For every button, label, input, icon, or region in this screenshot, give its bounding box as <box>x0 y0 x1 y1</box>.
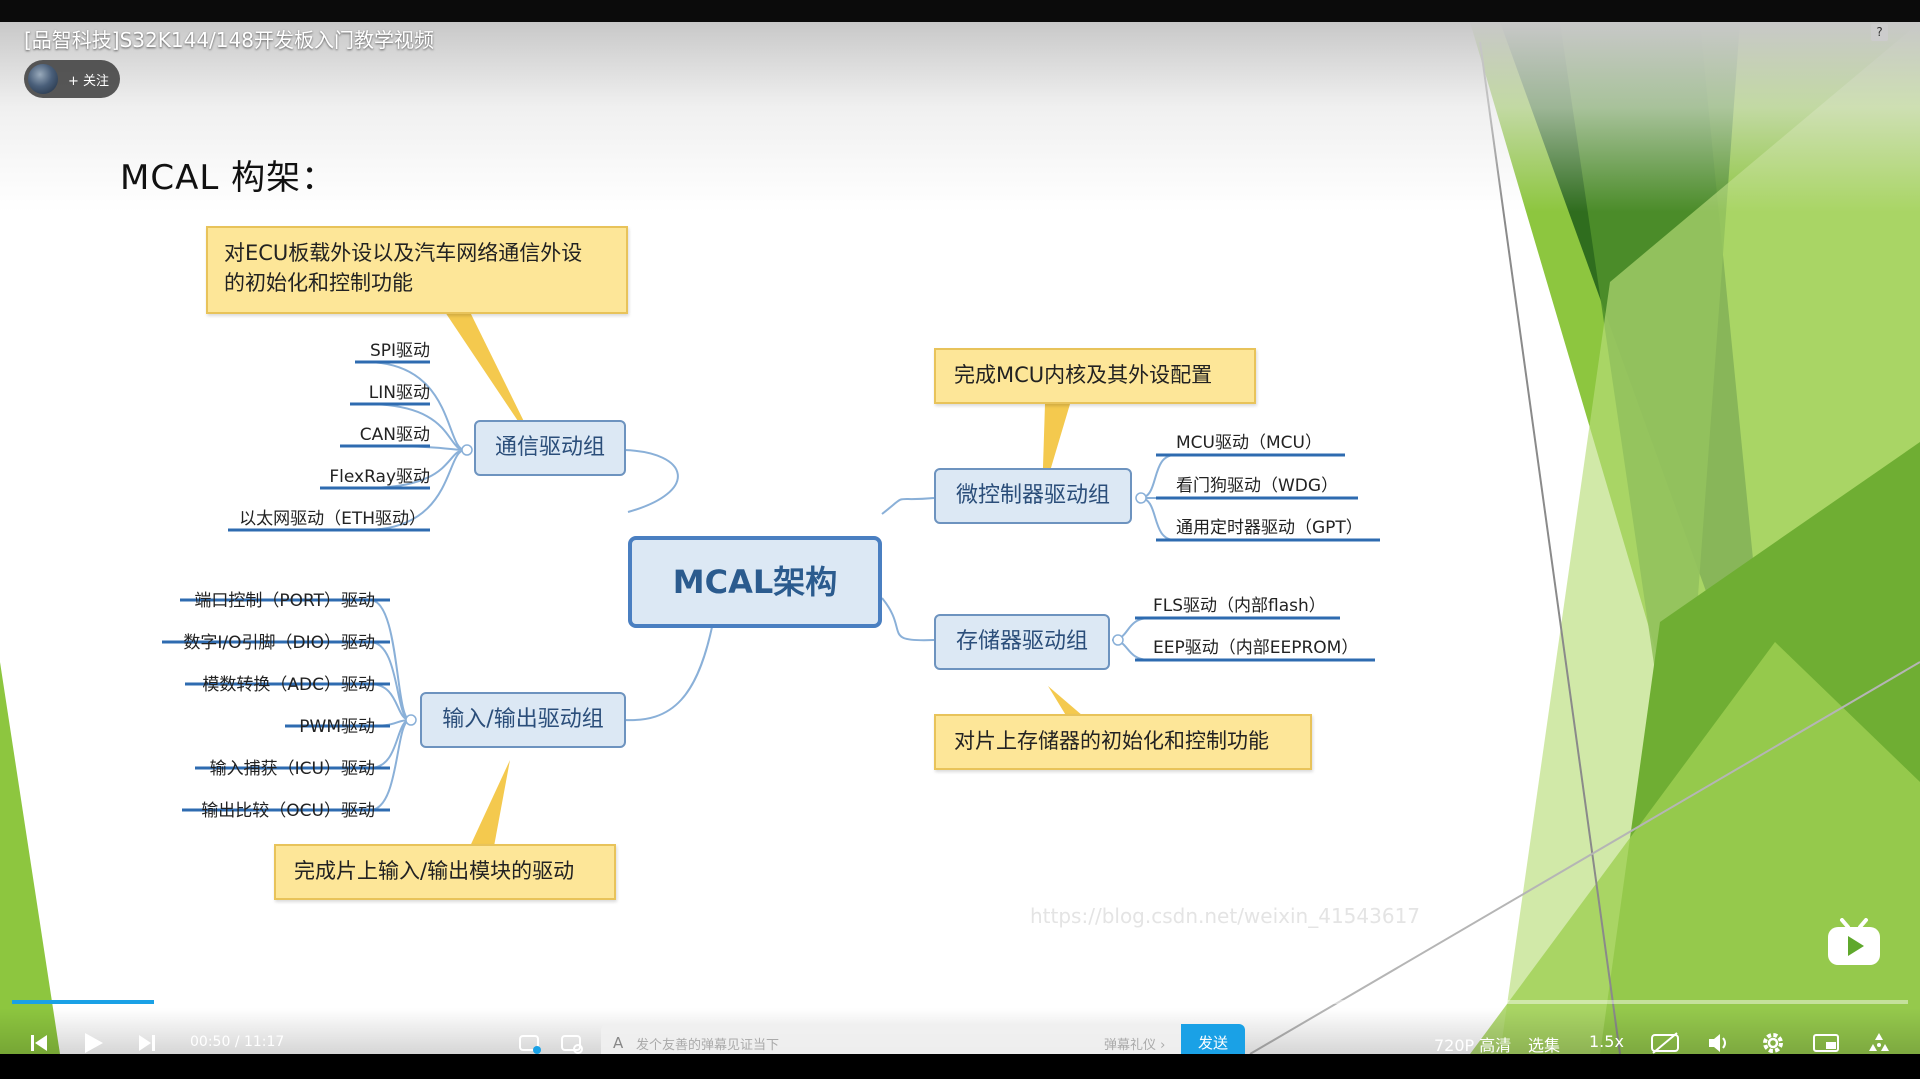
io-callout: 完成片上输入/输出模块的驱动 <box>274 844 616 900</box>
follow-label: + 关注 <box>68 74 110 89</box>
fullscreen-icon[interactable] <box>1866 1030 1892 1056</box>
video-stage[interactable]: MCAL 构架： 对ECU板载外设以及汽车网络通信外设 的初始化和控制功能 完成… <box>0 22 1920 1054</box>
volume-icon[interactable] <box>1706 1030 1732 1056</box>
mcal-center-node: MCAL架构 <box>628 536 882 628</box>
slide-title: MCAL 构架： <box>120 158 337 198</box>
speed-selector[interactable]: 1.5x <box>1589 1032 1624 1051</box>
play-icon[interactable] <box>80 1030 106 1056</box>
svg-text:A: A <box>613 1034 624 1052</box>
top-gradient <box>0 22 1920 212</box>
top-bar <box>0 0 1920 22</box>
episodes-button[interactable]: 选集 <box>1528 1036 1561 1055</box>
mem-leaf-fls: FLS驱动（内部flash） <box>1153 596 1326 616</box>
danmaku-etiquette-link[interactable]: 弹幕礼仪 › <box>1104 1038 1166 1053</box>
mem-leaf-eep: EEP驱动（内部EEPROM） <box>1153 638 1359 658</box>
mem-callout: 对片上存储器的初始化和控制功能 <box>934 714 1312 770</box>
mindmap-connectors <box>162 312 1380 868</box>
io-leaf-ocu: 输出比较（OCU）驱动 <box>201 801 375 821</box>
mcu-group-node: 微控制器驱动组 <box>934 468 1132 524</box>
io-leaf-adc: 模数转换（ADC）驱动 <box>202 675 375 695</box>
progress-played[interactable] <box>12 1000 154 1004</box>
io-leaf-pwm: PWM驱动 <box>299 717 375 737</box>
comm-leaf-spi: SPI驱动 <box>369 341 430 361</box>
mcu-leaf-wdg: 看门狗驱动（WDG） <box>1176 476 1339 496</box>
comm-callout-line-1: 对ECU板载外设以及汽车网络通信外设 <box>224 241 583 265</box>
danmaku-style-icon[interactable]: A <box>611 1034 627 1052</box>
help-icon[interactable]: ? <box>1871 24 1888 41</box>
current-time: 00:50 <box>190 1034 231 1050</box>
mem-group-node: 存储器驱动组 <box>934 614 1110 670</box>
comm-leaf-lin: LIN驱动 <box>368 383 430 403</box>
io-group-node: 输入/输出驱动组 <box>420 692 626 748</box>
csdn-watermark: https://blog.csdn.net/weixin_41543617 <box>1030 904 1421 928</box>
bilibili-tv-icon[interactable] <box>1826 918 1882 966</box>
prev-icon[interactable] <box>28 1032 50 1054</box>
slide-decoration <box>0 22 1920 1054</box>
subtitle-off-icon[interactable] <box>1650 1030 1680 1056</box>
progress-track[interactable] <box>12 1000 1908 1004</box>
picture-in-picture-icon[interactable] <box>1812 1030 1840 1056</box>
settings-gear-icon[interactable] <box>1760 1030 1786 1056</box>
comm-group-node: 通信驱动组 <box>474 420 626 476</box>
io-leaf-port: 端口控制（PORT）驱动 <box>194 591 375 611</box>
io-leaf-icu: 输入捕获（ICU）驱动 <box>209 759 375 779</box>
quality-selector[interactable]: 720P 高清 <box>1434 1036 1512 1055</box>
danmaku-settings-icon[interactable] <box>560 1032 584 1056</box>
comm-callout-line-2: 的初始化和控制功能 <box>224 271 413 295</box>
comm-leaf-flexray: FlexRay驱动 <box>329 467 430 487</box>
time-display: 00:50 / 11:17 <box>190 1034 284 1050</box>
danmaku-toggle-icon[interactable] <box>518 1032 542 1056</box>
mcu-leaf-gpt: 通用定时器驱动（GPT） <box>1176 518 1363 538</box>
bottom-bar <box>0 1054 1920 1079</box>
io-leaf-dio: 数字I/O引脚（DIO）驱动 <box>183 633 375 653</box>
mcu-callout: 完成MCU内核及其外设配置 <box>934 348 1256 404</box>
comm-callout: 对ECU板载外设以及汽车网络通信外设 的初始化和控制功能 <box>206 226 628 314</box>
danmaku-placeholder: 发个友善的弹幕见证当下 <box>636 1038 780 1053</box>
comm-leaf-eth: 以太网驱动（ETH驱动） <box>239 509 426 529</box>
comm-leaf-can: CAN驱动 <box>359 425 430 445</box>
mcu-leaf-mcu: MCU驱动（MCU） <box>1176 433 1322 453</box>
next-icon[interactable] <box>136 1032 158 1054</box>
time-separator: / <box>234 1034 240 1050</box>
uploader-avatar[interactable] <box>28 64 58 94</box>
total-duration: 11:17 <box>243 1034 285 1050</box>
video-title[interactable]: [品智科技]S32K144/148开发板入门教学视频 <box>24 28 434 52</box>
